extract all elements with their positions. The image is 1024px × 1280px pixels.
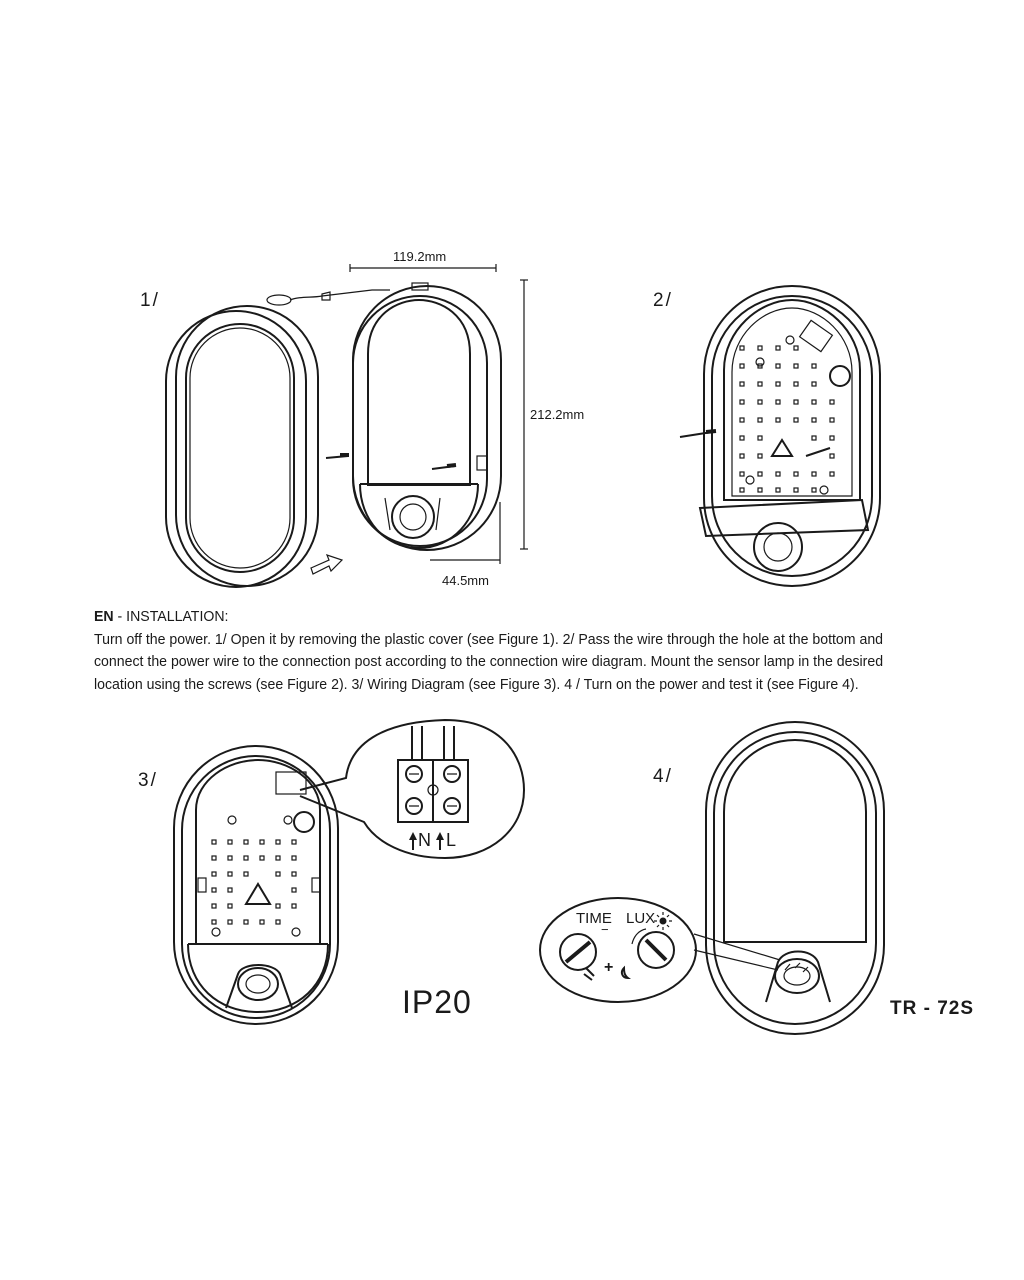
terminal-label-live: L [446, 830, 457, 850]
dimension-depth: 44.5mm [442, 573, 489, 588]
screw-left [325, 453, 349, 459]
instructions-title: - INSTALLATION: [113, 608, 229, 625]
lamp-base-wiring-illustration [173, 745, 339, 1025]
lamp-assembled-illustration [705, 721, 885, 1035]
ip-rating: IP20 [402, 984, 472, 1020]
circuit-board-holes [739, 335, 835, 495]
time-plus-label: + [604, 959, 614, 976]
figure-3-label: 3/ [138, 770, 158, 791]
circuit-board-holes-fig3 [211, 839, 297, 925]
lamp-base-illustration [352, 282, 502, 551]
figure-2-label: 2/ [653, 290, 673, 311]
terminal-callout [299, 718, 526, 860]
wire-illustration [266, 289, 390, 306]
model-number: TR - 72S [890, 998, 975, 1019]
instructions-heading: EN - INSTALLATION: [94, 606, 912, 629]
language-code: EN [94, 608, 114, 625]
figure-4-label: 4/ [653, 766, 673, 787]
time-minus-label: − [601, 922, 609, 937]
instructions-body: Turn off the power. 1/ Open it by removi… [94, 630, 884, 693]
dial-callout [539, 897, 781, 1003]
figure-1-label: 1/ [140, 290, 160, 311]
terminal-label-neutral: N [418, 830, 431, 850]
time-dial-label: TIME [576, 910, 612, 927]
installation-instructions: EN - INSTALLATION: Turn off the power. 1… [94, 606, 912, 696]
dimension-height: 212.2mm [530, 407, 585, 422]
lamp-base-open-illustration [679, 285, 881, 587]
dimension-width: 119.2mm [393, 249, 447, 264]
screw-right [431, 463, 457, 470]
lux-dial-label: LUX [626, 910, 656, 927]
lamp-cover-illustration [165, 305, 319, 588]
